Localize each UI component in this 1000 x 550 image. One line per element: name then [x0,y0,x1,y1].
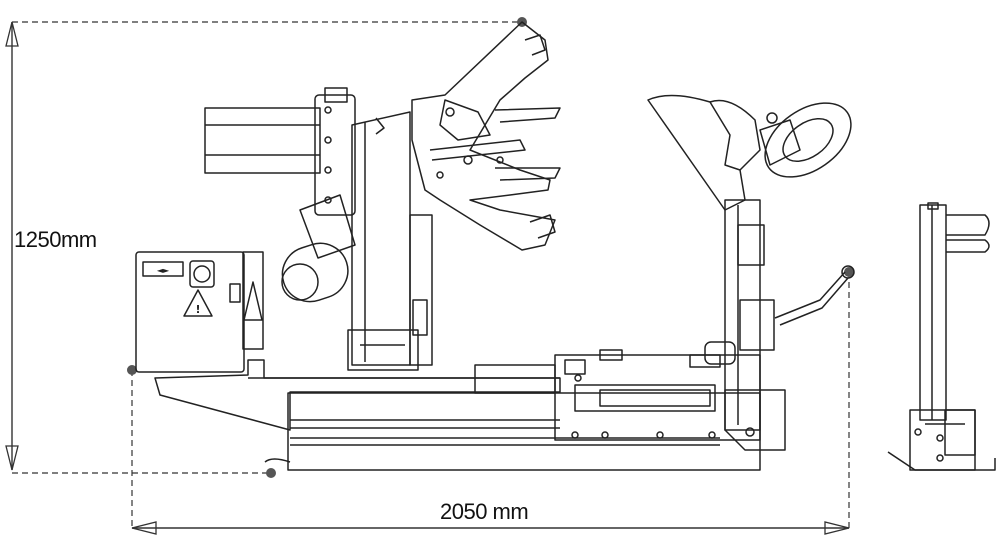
tyre-changer-machine: ◄► ! [135,21,996,471]
side-view [887,202,996,471]
control-button-symbol: ◄► [157,266,170,275]
height-dimension-label: 1250mm [14,227,97,252]
warning-symbol: ! [195,303,200,316]
width-dimension [127,267,854,535]
wheel-chuck [411,21,561,251]
right-marker [844,267,854,277]
left-marker [127,365,137,375]
central-column [347,111,433,371]
width-dimension-label: 2050 mm [440,499,529,524]
height-dimension [5,17,527,478]
base-frame [154,349,761,471]
width-arrow-right [824,521,850,535]
control-box [135,251,264,373]
height-arrow-top [5,21,19,47]
height-arrow-bottom [5,445,19,471]
tool-arm [647,94,855,451]
bottom-marker [266,468,276,478]
width-arrow-left [131,521,157,535]
carriage-motor [204,87,356,303]
